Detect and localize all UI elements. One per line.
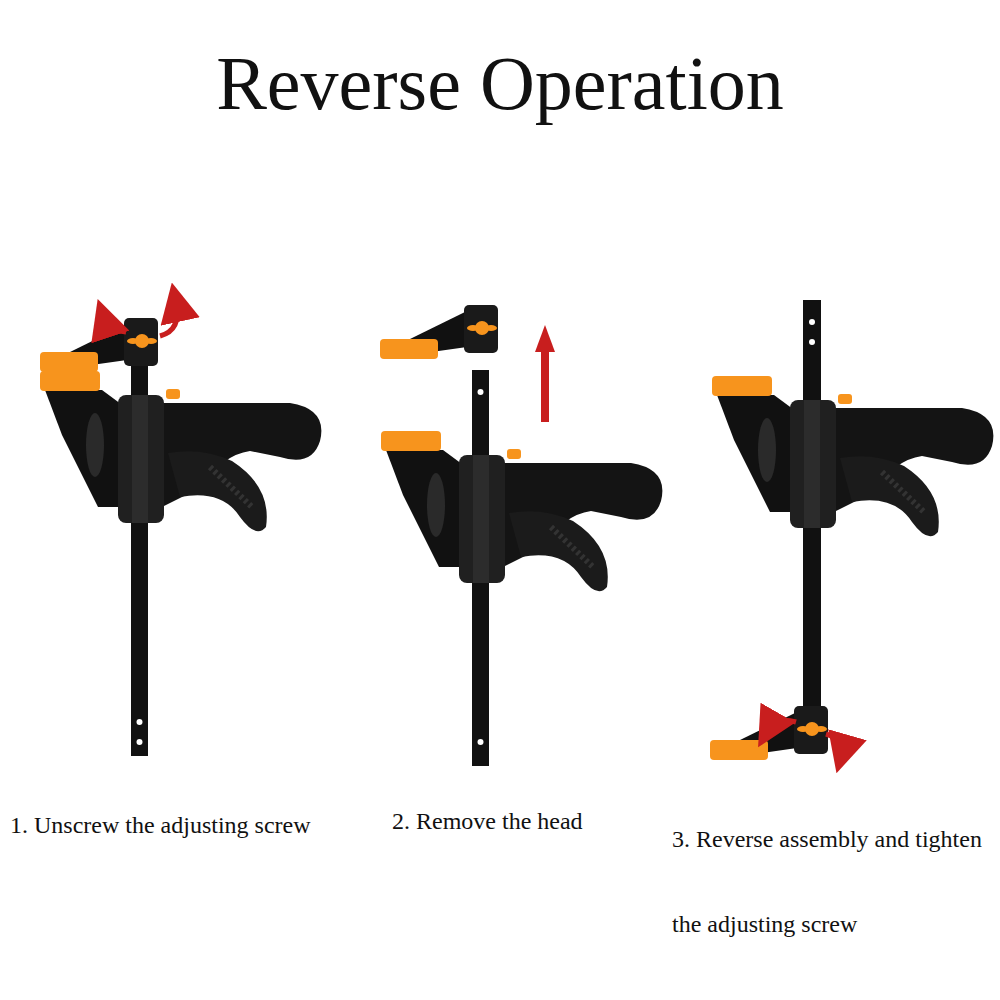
step-caption: 2. Remove the head	[392, 806, 583, 836]
step-caption: 1. Unscrew the adjusting screw	[10, 810, 311, 840]
page-title: Reverse Operation	[0, 42, 1000, 126]
step-caption: 3. Reverse assembly and tighten the adju…	[672, 797, 982, 967]
